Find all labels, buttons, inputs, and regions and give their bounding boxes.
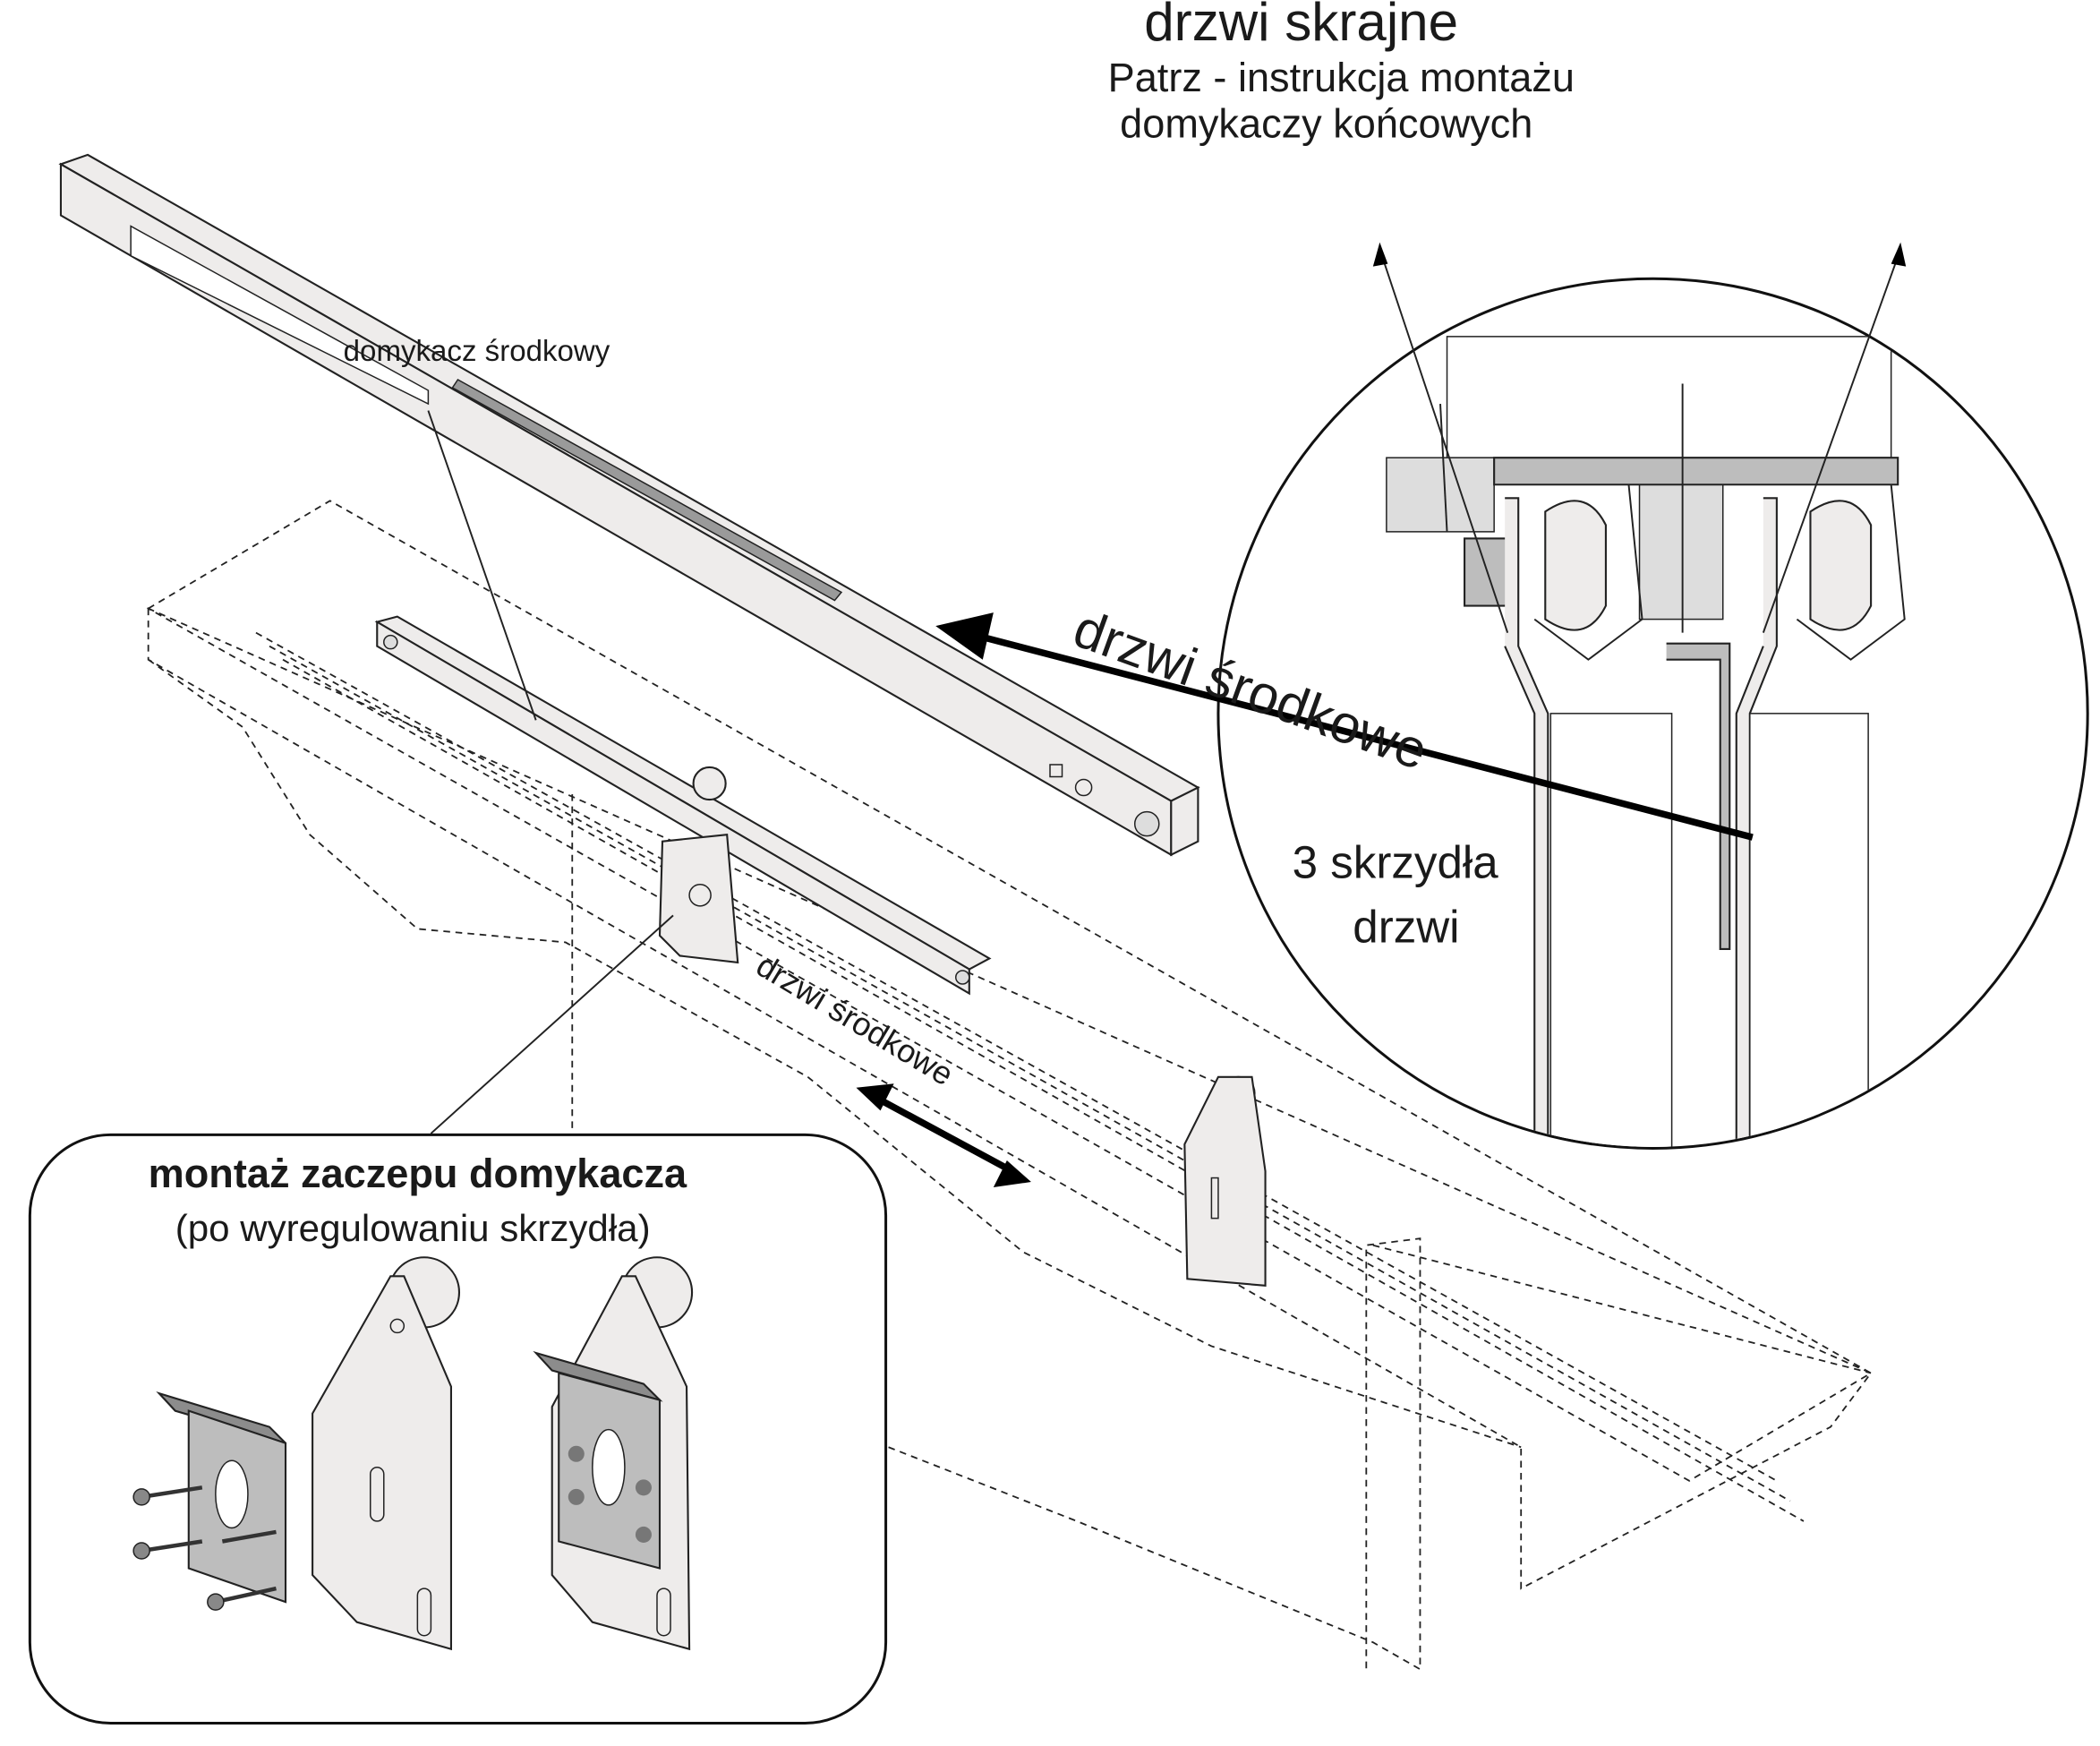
header-title: drzwi skrajne [1144, 0, 1458, 52]
label-center-closer: domykacz środkowy [344, 335, 610, 368]
header-note-line2: domykaczy końcowych [1120, 100, 1532, 146]
hanger-plate-left [312, 1256, 461, 1651]
inset-subtitle: (po wyregulowaniu skrzydła) [175, 1207, 651, 1249]
wardrobe-outline [146, 500, 1873, 1671]
label-three-leaves: 3 skrzydła [1293, 836, 1499, 887]
slide-direction-arrow [856, 1083, 1031, 1188]
hanger-plate-assembled [533, 1256, 694, 1651]
leader-line-closer [427, 410, 537, 721]
rail-end-screw-icon [1133, 810, 1160, 837]
middle-doors-pointer-arrow [935, 612, 1754, 841]
door-hanger-right [1183, 1075, 1267, 1287]
detail-circle [1216, 242, 2089, 1150]
leader-line-inset [430, 914, 674, 1134]
inset-title: montaż zaczepu domykacza [149, 1151, 687, 1196]
catch-plate-exploded [132, 1391, 287, 1611]
label-three-leaves-doors: drzwi [1353, 901, 1459, 952]
closer-rail [58, 153, 1200, 857]
header-note-line1: Patrz - instrukcja montażu [1108, 55, 1575, 100]
inset-panel: montaż zaczepu domykacza (po wyregulowan… [28, 1133, 888, 1725]
